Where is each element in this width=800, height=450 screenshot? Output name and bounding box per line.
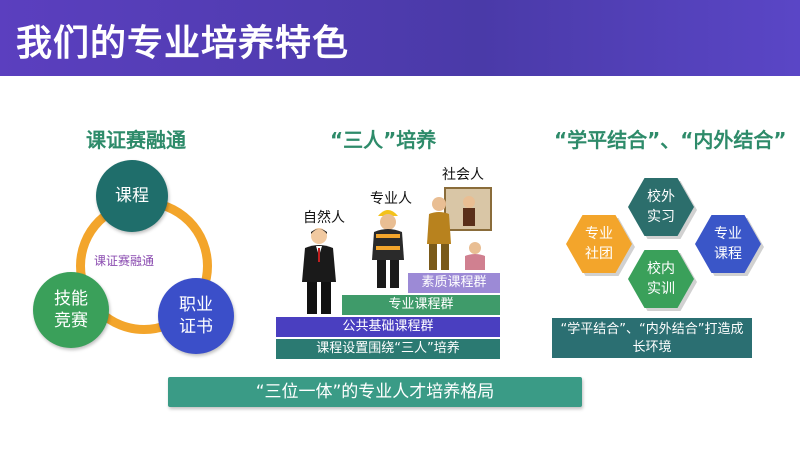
person-label-professional: 专业人 bbox=[370, 191, 412, 207]
cycle-center-label: 课证赛融通 bbox=[94, 254, 155, 268]
step-course-design: 课程设置围绕“三人”培养 bbox=[276, 339, 500, 359]
integration-banner: “三位一体”的专业人才培养格局 bbox=[168, 377, 582, 407]
person-label-social: 社会人 bbox=[442, 167, 484, 183]
step-professional-courses: 专业课程群 bbox=[342, 295, 500, 315]
person-label-natural: 自然人 bbox=[303, 210, 345, 226]
middle-section-title: “三人”培养 bbox=[330, 128, 437, 152]
environment-caption: “学平结合”、“内外结合”打造成长环境 bbox=[552, 318, 752, 358]
social-person-illustration bbox=[427, 187, 492, 270]
step-quality-courses: 素质课程群 bbox=[408, 273, 500, 293]
hex-oncampus-training: 校内 实训 bbox=[628, 249, 694, 309]
step-public-foundation-courses: 公共基础课程群 bbox=[276, 317, 500, 337]
node-vocational-certificate: 职业 证书 bbox=[158, 278, 234, 354]
hex-offcampus-internship: 校外 实习 bbox=[628, 177, 694, 237]
natural-person-illustration bbox=[302, 228, 336, 314]
right-section-title: “学平结合”、“内外结合” bbox=[554, 128, 787, 152]
page-title: 我们的专业培养特色 bbox=[16, 23, 350, 64]
header-bar: 我们的专业培养特色 bbox=[0, 0, 800, 76]
node-skills-competition: 技能 竞赛 bbox=[33, 272, 109, 348]
professional-person-illustration bbox=[372, 210, 404, 288]
left-section-title: 课证赛融通 bbox=[86, 128, 186, 152]
node-course: 课程 bbox=[96, 160, 168, 232]
